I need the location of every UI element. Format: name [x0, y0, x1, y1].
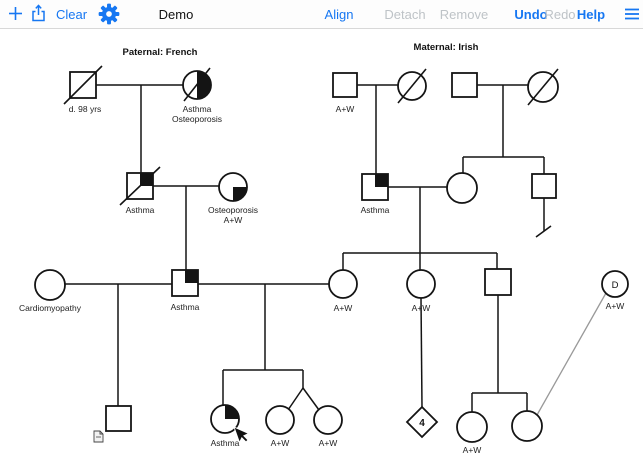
descent-line: [420, 297, 423, 408]
person-aunt-cardiomyopathy[interactable]: Cardiomyopathy: [19, 269, 82, 313]
person-maternal-uncle-gen3[interactable]: [484, 268, 512, 296]
settings-gear-icon[interactable]: [98, 3, 120, 25]
deceased-slash: [527, 68, 559, 106]
clear-button[interactable]: Clear: [56, 7, 88, 22]
person-cousin-1[interactable]: A+W: [456, 411, 488, 455]
person-label: A+W: [271, 438, 290, 448]
person-label: A+W: [606, 301, 625, 311]
person-twin-1[interactable]: A+W: [265, 405, 295, 448]
pedigree-canvas[interactable]: Paternal: French Maternal: Irish: [0, 28, 643, 470]
pointer-cursor-icon: [233, 426, 250, 444]
person-cousin-2[interactable]: [511, 410, 543, 442]
canvas-area[interactable]: Paternal: French Maternal: Irish: [0, 28, 643, 470]
no-offspring-slash: [535, 225, 552, 238]
person-label: Cardiomyopathy: [19, 303, 82, 313]
region-label-paternal[interactable]: Paternal: French: [123, 47, 198, 58]
person-maternal-grandfather-1[interactable]: A+W: [332, 72, 358, 114]
remove-button: Remove: [439, 7, 489, 22]
document-note-icon: [93, 430, 104, 443]
person-label: d. 98 yrs: [69, 104, 102, 114]
person-label: A+W: [319, 438, 338, 448]
person-maternal-grandmother-1[interactable]: [397, 68, 427, 104]
detach-button: Detach: [384, 7, 426, 22]
undo-button[interactable]: Undo: [514, 7, 548, 22]
align-button[interactable]: Align: [324, 7, 354, 22]
person-daughter-asthma[interactable]: Asthma: [210, 404, 240, 448]
person-label: A+W: [336, 104, 355, 114]
person-maternal-aunt[interactable]: A+W: [406, 269, 436, 313]
deceased-slash: [63, 65, 103, 105]
person-label: Asthma: [361, 205, 390, 215]
person-maternal-father[interactable]: Asthma: [361, 173, 390, 215]
toolbar: Clear Demo Align Detach Remove Undo Redo…: [0, 0, 643, 29]
region-label-maternal[interactable]: Maternal: Irish: [414, 42, 479, 53]
deceased-slash: [119, 166, 161, 206]
person-twin-2[interactable]: A+W: [313, 405, 343, 448]
person-maternal-grandfather-2[interactable]: [451, 72, 478, 98]
person-paternal-grandmother[interactable]: Asthma Osteoporosis: [172, 67, 222, 124]
person-label: Asthma: [211, 438, 240, 448]
hamburger-menu-icon[interactable]: [624, 8, 640, 20]
person-maternal-grandmother-2[interactable]: [527, 68, 559, 106]
person-father[interactable]: Asthma: [171, 269, 200, 312]
deceased-slash: [397, 68, 427, 104]
person-maternal-uncle-gen2[interactable]: [531, 173, 557, 199]
person-inner-letter: D: [612, 280, 619, 291]
person-label: A+W: [412, 303, 431, 313]
sibling-group-diamond[interactable]: 4: [405, 405, 439, 439]
person-mother[interactable]: A+W: [328, 269, 358, 313]
pending-relationship-line[interactable]: [536, 292, 607, 416]
person-label: Asthma: [171, 302, 200, 312]
person-label: Asthma: [183, 104, 212, 114]
relationship-lines: [65, 84, 607, 416]
person-distant-relative-d[interactable]: D A+W: [601, 270, 629, 311]
person-son[interactable]: [93, 405, 132, 443]
person-paternal-mother[interactable]: Osteoporosis A+W: [208, 172, 258, 225]
person-label: Osteoporosis: [208, 205, 258, 215]
twin-line: [287, 387, 304, 411]
plus-icon[interactable]: [8, 6, 23, 21]
person-label: A+W: [224, 215, 243, 225]
share-icon[interactable]: [31, 4, 47, 22]
help-button[interactable]: Help: [576, 7, 606, 22]
deceased-slash: [183, 67, 211, 102]
person-maternal-mother[interactable]: [446, 172, 478, 204]
person-paternal-father[interactable]: Asthma: [119, 166, 161, 215]
person-label: Osteoporosis: [172, 114, 222, 124]
twin-line: [302, 387, 320, 411]
sibling-count: 4: [419, 418, 425, 429]
person-paternal-grandfather[interactable]: d. 98 yrs: [63, 65, 103, 114]
redo-button: Redo: [544, 7, 576, 22]
person-label: A+W: [334, 303, 353, 313]
document-title: Demo: [158, 7, 194, 22]
person-label: Asthma: [126, 205, 155, 215]
person-label: A+W: [463, 445, 482, 455]
